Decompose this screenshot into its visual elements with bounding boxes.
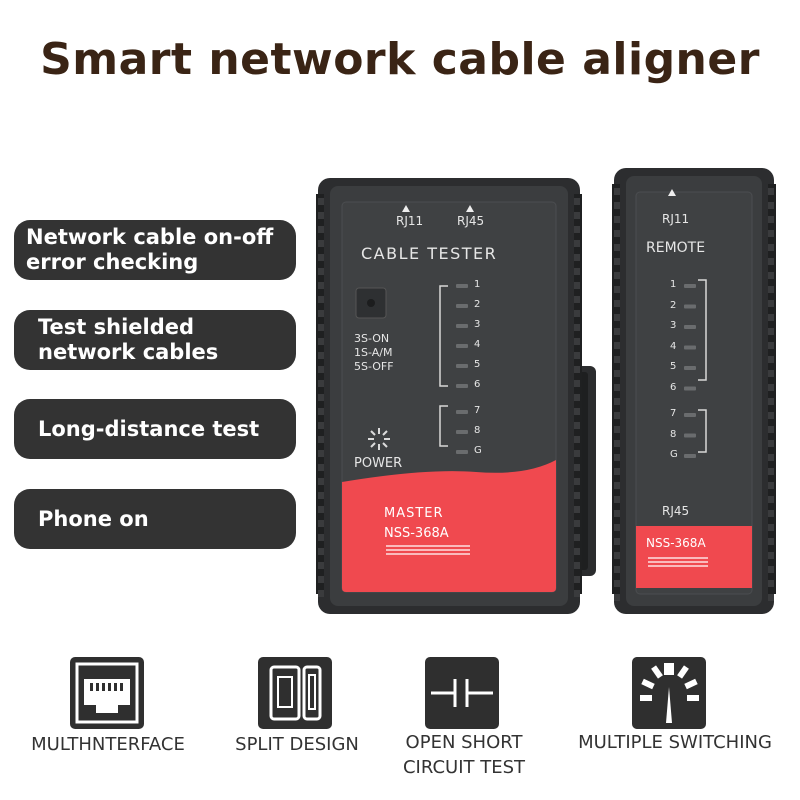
master-model-label: NSS-368A xyxy=(384,526,449,541)
remote-led-label: 1 xyxy=(670,279,677,290)
master-led-5 xyxy=(456,364,468,368)
remote-led-label: 2 xyxy=(670,299,677,311)
master-port-rj11-label: RJ11 xyxy=(396,214,424,228)
feature-pill-phone-on: Phone on xyxy=(14,489,296,549)
split-design-icon xyxy=(258,657,332,729)
master-led-label: 7 xyxy=(474,405,481,416)
master-led-G xyxy=(456,450,468,454)
feature-label-multiple-switching: MULTIPLE SWITCHING xyxy=(578,732,772,753)
feature-pill-label: Phone on xyxy=(38,506,149,531)
remote-led-label: G xyxy=(670,449,678,460)
remote-led-label: 6 xyxy=(670,381,677,393)
feature-pill-label: Test shielded network cables xyxy=(38,315,219,364)
master-led-1 xyxy=(456,284,468,288)
page-title: Smart network cable aligner xyxy=(40,34,760,85)
master-led-label: G xyxy=(474,445,482,456)
master-led-label: 1 xyxy=(474,279,481,290)
remote-led-G xyxy=(684,454,696,458)
mode-button[interactable] xyxy=(356,288,386,318)
feature-pill-shielded: Test shielded network cables xyxy=(14,310,296,370)
master-heading: CABLE TESTER xyxy=(361,244,498,263)
remote-led-5 xyxy=(684,366,696,370)
master-power-label: POWER xyxy=(354,456,403,471)
master-led-6 xyxy=(456,384,468,388)
remote-led-label: 5 xyxy=(670,361,677,372)
remote-heading: REMOTE xyxy=(646,240,706,256)
master-led-label: 2 xyxy=(474,299,481,310)
circuit-test-icon xyxy=(425,657,499,729)
remote-model-label: NSS-368A xyxy=(646,536,706,550)
master-led-label: 8 xyxy=(474,425,481,436)
switching-dial-icon xyxy=(632,657,706,729)
master-led-label: 4 xyxy=(474,339,481,350)
remote-led-label: 3 xyxy=(670,320,677,331)
remote-led-1 xyxy=(684,284,696,288)
master-connector xyxy=(548,372,588,570)
master-mode-line-3: 5S-OFF xyxy=(354,360,394,373)
master-led-label: 3 xyxy=(474,319,481,330)
remote-led-label: 4 xyxy=(670,340,677,352)
master-led-3 xyxy=(456,324,468,328)
remote-led-label: 7 xyxy=(670,408,677,419)
feature-pill-label: Network cable on-off error checking xyxy=(26,225,274,274)
feature-label-multiinterface: MULTHNTERFACE xyxy=(31,734,185,755)
master-badge-title: MASTER xyxy=(384,506,444,521)
remote-led-4 xyxy=(684,345,696,350)
master-led-label: 6 xyxy=(474,379,481,390)
master-led-label: 5 xyxy=(474,359,481,370)
master-led-2 xyxy=(456,304,468,308)
remote-led-3 xyxy=(684,325,696,329)
ethernet-port-icon xyxy=(70,657,144,729)
master-led-4 xyxy=(456,344,468,348)
master-tester-unit: RJ11 RJ45 CABLE TESTER 3S-ON 1S-A/M 5S-O… xyxy=(316,176,606,616)
feature-label-split-design: SPLIT DESIGN xyxy=(235,734,359,755)
feature-pill-label: Long-distance test xyxy=(38,416,260,441)
remote-port-rj45-label: RJ45 xyxy=(662,504,690,518)
master-port-rj45-label: RJ45 xyxy=(457,214,485,228)
master-led-8 xyxy=(456,430,468,434)
feature-pill-long-distance: Long-distance test xyxy=(14,399,296,459)
remote-led-7 xyxy=(684,413,696,417)
remote-led-8 xyxy=(684,433,696,438)
remote-led-6 xyxy=(684,386,696,391)
master-mode-line-2: 1S-A/M xyxy=(354,346,393,359)
remote-port-rj11-label: RJ11 xyxy=(662,212,690,226)
feature-label-open-short: OPEN SHORT CIRCUIT TEST xyxy=(402,732,526,778)
master-led-7 xyxy=(456,410,468,414)
feature-pill-cable-check: Network cable on-off error checking xyxy=(14,220,296,280)
remote-led-2 xyxy=(684,304,696,309)
master-mode-line-1: 3S-ON xyxy=(354,332,390,345)
remote-led-label: 8 xyxy=(670,428,677,440)
power-indicator-icon xyxy=(364,424,394,454)
